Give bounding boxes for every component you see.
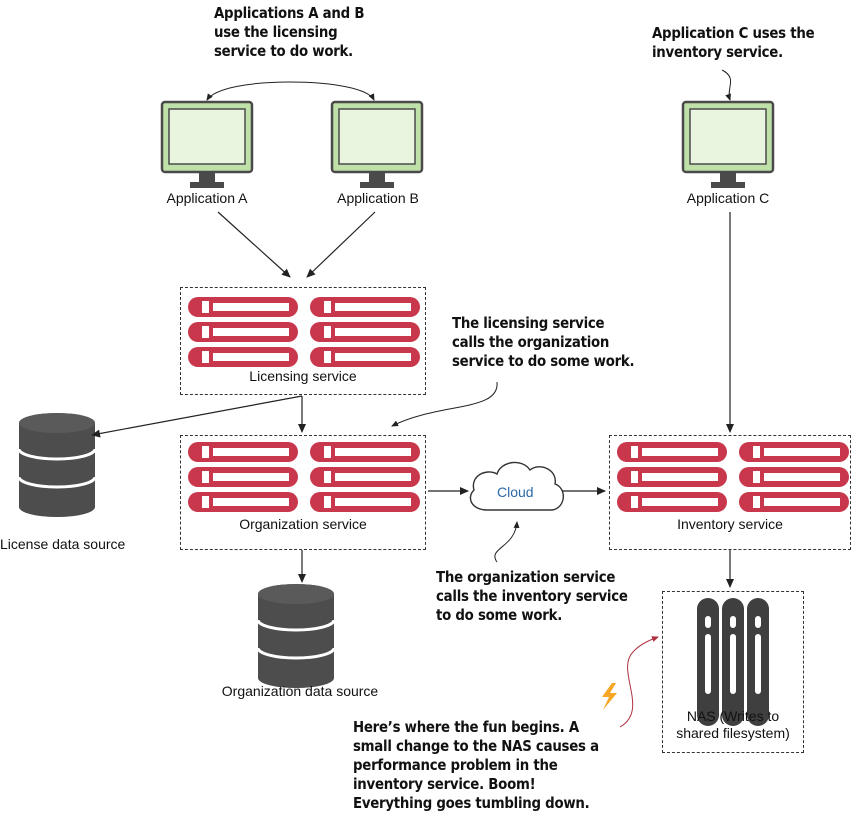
- callout-line: performance problem in the: [353, 756, 558, 774]
- nas-label: NAS (Writes to shared filesystem): [662, 708, 804, 742]
- callout-app-c: Application C uses the inventory service…: [652, 24, 815, 62]
- application-b-label: Application B: [337, 190, 419, 206]
- cloud-label: Cloud: [497, 484, 534, 500]
- organization-service-label: Organization service: [239, 516, 367, 532]
- callout-line: service to do work.: [214, 42, 353, 60]
- application-a-monitor-icon: [160, 100, 254, 190]
- licensing-service-label: Licensing service: [249, 368, 357, 384]
- callout-licensing-calls: The licensing service calls the organiza…: [452, 314, 635, 371]
- callout-line: small change to the NAS causes a: [353, 737, 599, 755]
- license-database-icon: [17, 411, 97, 519]
- nas-label-line-2: shared filesystem): [676, 725, 790, 741]
- callout-line: service to do some work.: [452, 352, 635, 370]
- callout-line: use the licensing: [214, 23, 338, 41]
- callout-fun-begins: Here’s where the fun begins. A small cha…: [353, 718, 599, 813]
- callout-line: calls the inventory service: [436, 587, 628, 605]
- callout-line: Everything goes tumbling down.: [353, 794, 590, 812]
- application-a-label: Application A: [166, 190, 248, 206]
- callout-line: Applications A and B: [214, 4, 365, 22]
- nas-label-line-1: NAS (Writes to: [686, 708, 780, 724]
- callout-line: The organization service: [436, 568, 616, 586]
- callout-apps-ab: Applications A and B use the licensing s…: [214, 4, 364, 61]
- callout-org-calls: The organization service calls the inven…: [436, 568, 628, 625]
- callout-line: calls the organization: [452, 333, 610, 351]
- inventory-service-box: [609, 435, 851, 550]
- application-b-monitor-icon: [330, 100, 424, 190]
- application-c-monitor-icon: [681, 100, 775, 190]
- nas-box: [662, 591, 804, 753]
- callout-line: inventory service.: [652, 43, 783, 61]
- callout-line: Application C uses the: [652, 24, 815, 42]
- organization-data-source-label: Organization data source: [221, 683, 379, 699]
- callout-line: The licensing service: [452, 314, 605, 332]
- inventory-service-label: Inventory service: [677, 516, 783, 532]
- license-data-source-label: License data source: [0, 536, 126, 552]
- application-c-label: Application C: [686, 190, 770, 206]
- organization-service-box: [180, 435, 426, 550]
- callout-line: Here’s where the fun begins. A: [353, 718, 579, 736]
- organization-database-icon: [256, 582, 336, 690]
- lightning-icon: [602, 683, 617, 710]
- cloud-icon: [469, 461, 564, 511]
- licensing-service-box: [180, 287, 426, 395]
- callout-line: inventory service. Boom!: [353, 775, 536, 793]
- callout-line: to do some work.: [436, 606, 563, 624]
